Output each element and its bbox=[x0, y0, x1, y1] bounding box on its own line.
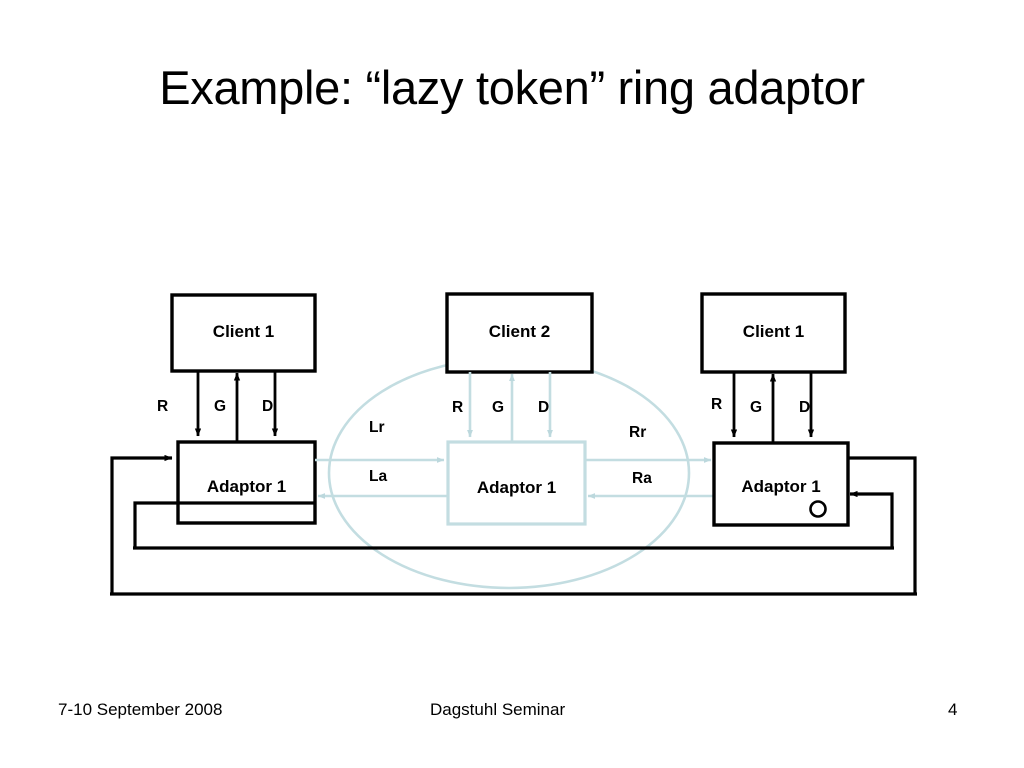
ring-wire-inner-right bbox=[849, 490, 894, 548]
signal-label-middle-R: R bbox=[452, 399, 464, 416]
signal-label-right-G: G bbox=[750, 399, 763, 416]
token-marker-icon bbox=[809, 500, 827, 518]
footer-date: 7-10 September 2008 bbox=[58, 700, 223, 719]
adaptor-box-left bbox=[176, 440, 317, 525]
signal-label-left-R: R bbox=[157, 398, 169, 415]
link-label-La: La bbox=[369, 468, 388, 485]
ring-wire-outer-left bbox=[110, 454, 173, 594]
signal-label-right-R: R bbox=[711, 396, 723, 413]
link-label-Ra: Ra bbox=[632, 470, 652, 487]
signal-label-left-D: D bbox=[262, 398, 274, 415]
link-label-Rr: Rr bbox=[629, 424, 647, 441]
adaptor-box-middle bbox=[446, 440, 587, 526]
client-box-left bbox=[170, 293, 317, 373]
adaptor-box-right bbox=[712, 441, 850, 527]
footer-page-number: 4 bbox=[948, 700, 958, 719]
signal-label-middle-G: G bbox=[492, 399, 505, 416]
footer-event-name: Dagstuhl Seminar bbox=[430, 700, 566, 719]
client-box-right bbox=[700, 292, 847, 374]
signal-label-right-D: D bbox=[799, 399, 811, 416]
link-label-Lr: Lr bbox=[369, 419, 385, 436]
signal-label-middle-D: D bbox=[538, 399, 550, 416]
ring-wire-inner-left bbox=[133, 501, 315, 548]
ring-wire-outer-right bbox=[848, 456, 917, 594]
client-box-middle bbox=[445, 292, 594, 374]
slide-footer: 7-10 September 2008 Dagstuhl Seminar 4 bbox=[0, 700, 1024, 734]
signal-label-left-G: G bbox=[214, 398, 227, 415]
page-title: Example: “lazy token” ring adaptor bbox=[159, 61, 865, 114]
